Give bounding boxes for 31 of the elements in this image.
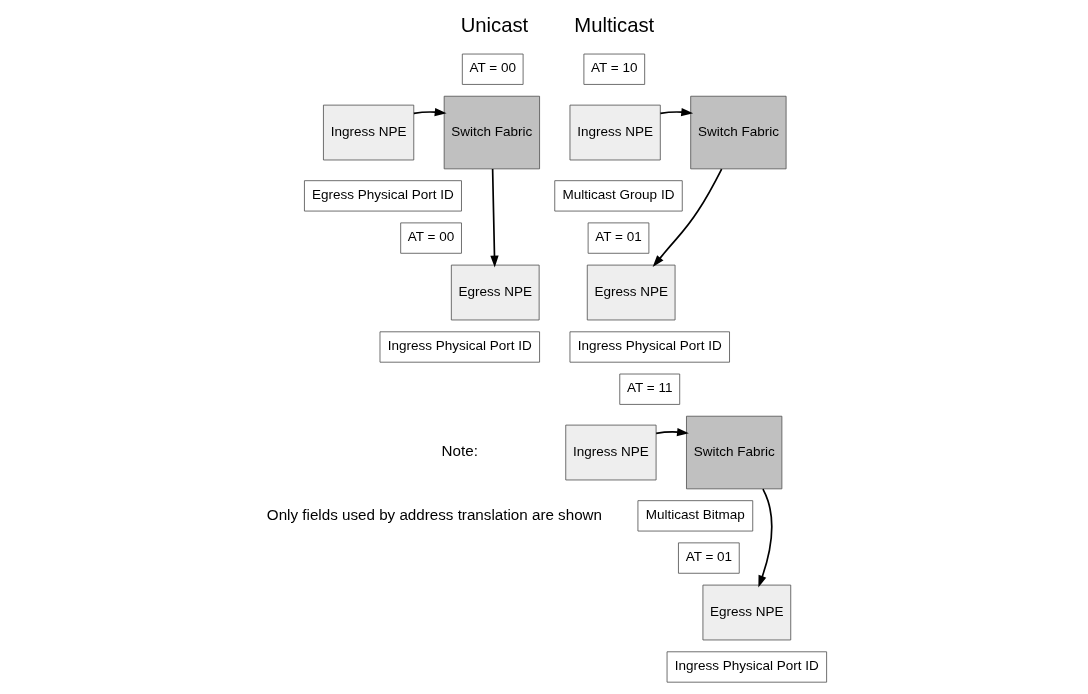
node-box: Ingress NPE bbox=[565, 424, 657, 481]
node-box: AT = 00 bbox=[461, 53, 524, 85]
node-box: AT = 01 bbox=[587, 222, 650, 254]
node-box: Ingress Physical Port ID bbox=[569, 331, 730, 363]
node-box: Multicast Group ID bbox=[554, 180, 683, 212]
node-box: AT = 11 bbox=[619, 373, 681, 405]
node-box: Multicast Bitmap bbox=[637, 500, 754, 532]
node-box: Ingress Physical Port ID bbox=[379, 331, 540, 363]
node-box: Egress NPE bbox=[450, 264, 540, 321]
label: Only fields used by address translation are shown bbox=[266, 505, 603, 523]
node-box: Egress NPE bbox=[586, 264, 676, 321]
node-box: Ingress NPE bbox=[323, 104, 415, 161]
arrow bbox=[652, 168, 723, 267]
arrow bbox=[659, 107, 694, 117]
arrow bbox=[655, 427, 689, 437]
node-box: Egress NPE bbox=[702, 584, 792, 641]
arrow bbox=[413, 107, 447, 117]
node-box: Egress Physical Port ID bbox=[304, 180, 462, 212]
node-box: Ingress NPE bbox=[569, 104, 661, 161]
node-box: AT = 10 bbox=[583, 53, 646, 85]
node-box: AT = 01 bbox=[678, 542, 740, 574]
node-box: AT = 00 bbox=[400, 222, 462, 254]
arrow bbox=[490, 168, 499, 268]
label: Note: bbox=[441, 442, 478, 460]
node-box: Ingress Physical Port ID bbox=[666, 651, 828, 683]
arrow bbox=[758, 488, 773, 588]
label: Unicast bbox=[460, 14, 529, 37]
node-box: Switch Fabric bbox=[443, 95, 540, 170]
label: Multicast bbox=[574, 14, 655, 37]
node-box: Switch Fabric bbox=[690, 95, 787, 170]
node-box: Switch Fabric bbox=[686, 415, 783, 490]
